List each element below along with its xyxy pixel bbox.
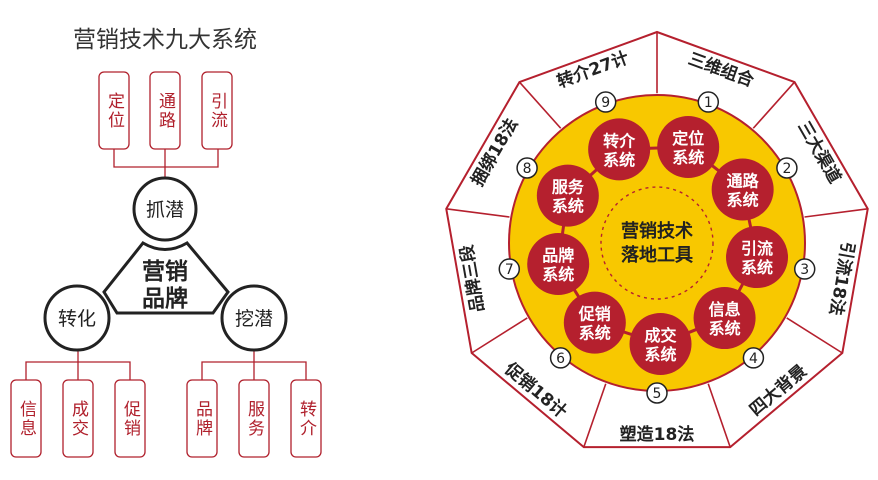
segment-divider — [446, 208, 510, 218]
segment-divider — [583, 383, 607, 448]
segment-number-circle — [498, 258, 521, 280]
center-label-line1: 营销 — [142, 259, 188, 285]
system-name: 成交 — [645, 326, 677, 345]
label-chengjiao: 成交 — [68, 400, 89, 438]
system-name: 通路 — [727, 171, 760, 190]
wheel-center-line1: 营销技术 — [621, 220, 693, 242]
box-zhuanjie — [290, 379, 322, 458]
wheel-center-line2: 落地工具 — [621, 244, 693, 266]
segment-number: 3 — [800, 262, 809, 278]
label-xinxi: 信息 — [16, 400, 37, 438]
segment-number: 1 — [704, 95, 713, 111]
box-fuwu — [238, 379, 270, 458]
system-name: 信息 — [709, 300, 741, 319]
left-title: 营销技术九大系统 — [73, 27, 257, 53]
node-zhuanhua-label: 转化 — [58, 308, 96, 330]
segment-number-circle — [646, 382, 668, 404]
box-tonglu — [149, 71, 181, 150]
segment-divider — [804, 208, 868, 218]
segment-number-circle — [776, 157, 798, 179]
system-name: 定位 — [671, 129, 704, 148]
system-suffix: 系统 — [603, 150, 635, 169]
segment-label: 塑造18法 — [620, 424, 695, 445]
segment-number: 2 — [782, 161, 791, 177]
node-zhuaqian — [132, 176, 198, 242]
center-label-line2: 品牌 — [142, 285, 188, 312]
segment-number-circle — [697, 91, 720, 113]
segment-number: 7 — [505, 262, 514, 278]
node-waqian-label: 挖潜 — [235, 308, 273, 330]
segment-number-circle — [549, 347, 572, 369]
system-circle — [588, 118, 651, 181]
segment-divider — [786, 317, 843, 354]
system-circle — [657, 115, 720, 178]
segment-number-circle — [594, 91, 617, 113]
segment-number: 9 — [601, 95, 610, 111]
box-xinxi — [10, 379, 42, 458]
system-circle — [726, 226, 789, 289]
segment-number-circle — [516, 157, 538, 179]
system-suffix: 系统 — [542, 265, 574, 284]
box-chengjiao — [62, 379, 94, 458]
system-circle — [693, 287, 756, 350]
left-tree-diagram: 营销技术九大系统 定位 通路 引流 信息 成交 促销 品牌 服务 转介 营销 品… — [10, 27, 322, 458]
system-name: 品牌 — [542, 246, 574, 265]
node-waqian — [220, 284, 288, 352]
center-brand-shape — [102, 241, 230, 315]
segment-divider — [707, 383, 731, 448]
label-dingwei: 定位 — [104, 92, 125, 130]
system-name: 服务 — [552, 178, 585, 197]
segment-number: 4 — [749, 351, 758, 367]
box-yinliu — [201, 71, 233, 150]
segment-divider — [471, 317, 528, 354]
system-circle — [563, 291, 626, 354]
connector-right — [201, 350, 307, 380]
system-suffix: 系统 — [552, 197, 584, 216]
system-name: 促销 — [578, 305, 611, 324]
system-circle — [629, 312, 692, 375]
system-suffix: 系统 — [741, 258, 773, 277]
segment-number: 8 — [523, 161, 532, 177]
segment-number: 5 — [653, 386, 662, 402]
label-tonglu: 通路 — [155, 92, 176, 130]
label-yinliu: 引流 — [207, 92, 228, 130]
system-circle — [711, 158, 774, 221]
segment-number-circle — [793, 258, 816, 280]
node-zhuaqian-label: 抓潜 — [146, 199, 184, 221]
label-pinpai: 品牌 — [192, 400, 213, 438]
box-pinpai — [186, 379, 218, 458]
system-name: 转介 — [603, 131, 636, 150]
system-suffix: 系统 — [672, 148, 704, 167]
system-circle — [527, 232, 590, 295]
system-name: 引流 — [741, 239, 773, 258]
connector-top — [113, 149, 219, 178]
box-dingwei — [98, 71, 130, 150]
box-cuxiao — [114, 379, 146, 458]
system-suffix: 系统 — [727, 190, 759, 209]
system-suffix: 系统 — [645, 345, 677, 364]
segment-divider — [752, 81, 796, 129]
segment-divider — [518, 81, 562, 129]
system-circle — [536, 164, 599, 227]
system-suffix: 系统 — [579, 324, 611, 343]
label-zhuanjie: 转介 — [296, 400, 317, 438]
connector-left — [25, 350, 131, 380]
segment-number: 6 — [556, 351, 565, 367]
center-dashed-circle — [600, 186, 714, 300]
node-zhuanhua — [43, 284, 111, 352]
label-fuwu: 服务 — [244, 400, 265, 438]
system-suffix: 系统 — [709, 319, 741, 338]
segment-number-circle — [742, 347, 765, 369]
label-cuxiao: 促销 — [120, 400, 141, 438]
